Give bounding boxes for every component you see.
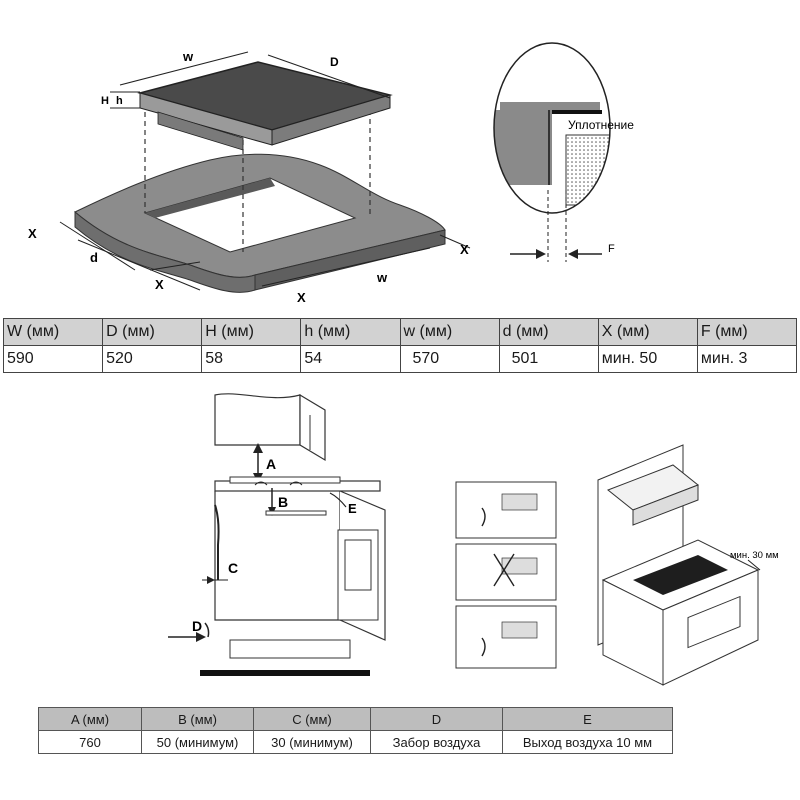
- label-d: D: [192, 618, 202, 634]
- label-d-cutout: d: [90, 250, 98, 265]
- seal-detail-diagram: Уплотнение F: [493, 42, 634, 262]
- label-h-lower: h: [116, 95, 123, 107]
- installation-side-diagram: A B E C D: [168, 393, 386, 676]
- label-c: C: [228, 560, 238, 576]
- ventilation-panels: [455, 481, 557, 669]
- value-cell: мин. 50: [597, 345, 698, 373]
- value-cell: 590: [2, 345, 104, 373]
- header-cell: X (мм): [597, 318, 698, 346]
- dimensions-header-row: W (мм) D (мм) H (мм) h (мм) w (мм) d (мм…: [2, 318, 798, 346]
- dimensions-value-row: 590 520 58 54 570 501 мин. 50 мин. 3: [2, 345, 798, 373]
- dimensions-table: W (мм) D (мм) H (мм) h (мм) w (мм) d (мм…: [2, 318, 798, 373]
- value-cell: 58: [201, 345, 302, 373]
- value-cell: 760: [38, 730, 142, 754]
- header-cell: D: [370, 707, 503, 731]
- installation-value-row: 760 50 (минимум) 30 (минимум) Забор возд…: [38, 730, 673, 754]
- header-cell: H (мм): [201, 318, 302, 346]
- header-cell: W (мм): [2, 318, 104, 346]
- label-w-top: w: [182, 49, 194, 64]
- installation-header-row: A (мм) B (мм) C (мм) D E: [38, 707, 673, 731]
- seal-label: Уплотнение: [568, 118, 634, 132]
- detail-circle-outline: [493, 42, 611, 214]
- header-cell: B (мм): [141, 707, 254, 731]
- label-f: F: [608, 243, 615, 255]
- header-cell: d (мм): [498, 318, 599, 346]
- value-cell: Выход воздуха 10 мм: [502, 730, 673, 754]
- label-x-bottom: X: [155, 277, 164, 292]
- value-cell: 30 (минимум): [253, 730, 371, 754]
- header-cell: h (мм): [300, 318, 401, 346]
- installation-table: A (мм) B (мм) C (мм) D E 760 50 (минимум…: [38, 707, 673, 754]
- cooktop-cutout-diagram: w D H h X d X w X X: [28, 49, 471, 305]
- label-a: A: [266, 456, 276, 472]
- label-x-left: X: [28, 226, 37, 241]
- value-cell: 54: [300, 345, 401, 373]
- label-b: B: [278, 494, 288, 510]
- isometric-install-diagram: мин. 30 мм: [597, 444, 779, 686]
- header-cell: w (мм): [399, 318, 500, 346]
- header-cell: D (мм): [102, 318, 203, 346]
- label-x-right-top: X: [460, 242, 469, 257]
- header-cell: E: [502, 707, 673, 731]
- min-30mm-label: мин. 30 мм: [730, 550, 779, 561]
- countertop-right-edge: [254, 229, 446, 291]
- header-cell: A (мм): [38, 707, 142, 731]
- header-cell: F (мм): [696, 318, 798, 346]
- value-cell: 520: [102, 345, 203, 373]
- value-cell: 50 (минимум): [141, 730, 254, 754]
- value-cell: мин. 3: [696, 345, 798, 373]
- label-d-top: D: [330, 55, 339, 69]
- label-w-bottom: w: [376, 270, 388, 285]
- label-e: E: [348, 501, 357, 516]
- value-cell: 570: [399, 345, 500, 373]
- header-cell: C (мм): [253, 707, 371, 731]
- value-cell: 501: [498, 345, 599, 373]
- label-x-right-bottom: X: [297, 290, 306, 305]
- value-cell: Забор воздуха: [370, 730, 503, 754]
- label-h-upper: H: [101, 95, 109, 107]
